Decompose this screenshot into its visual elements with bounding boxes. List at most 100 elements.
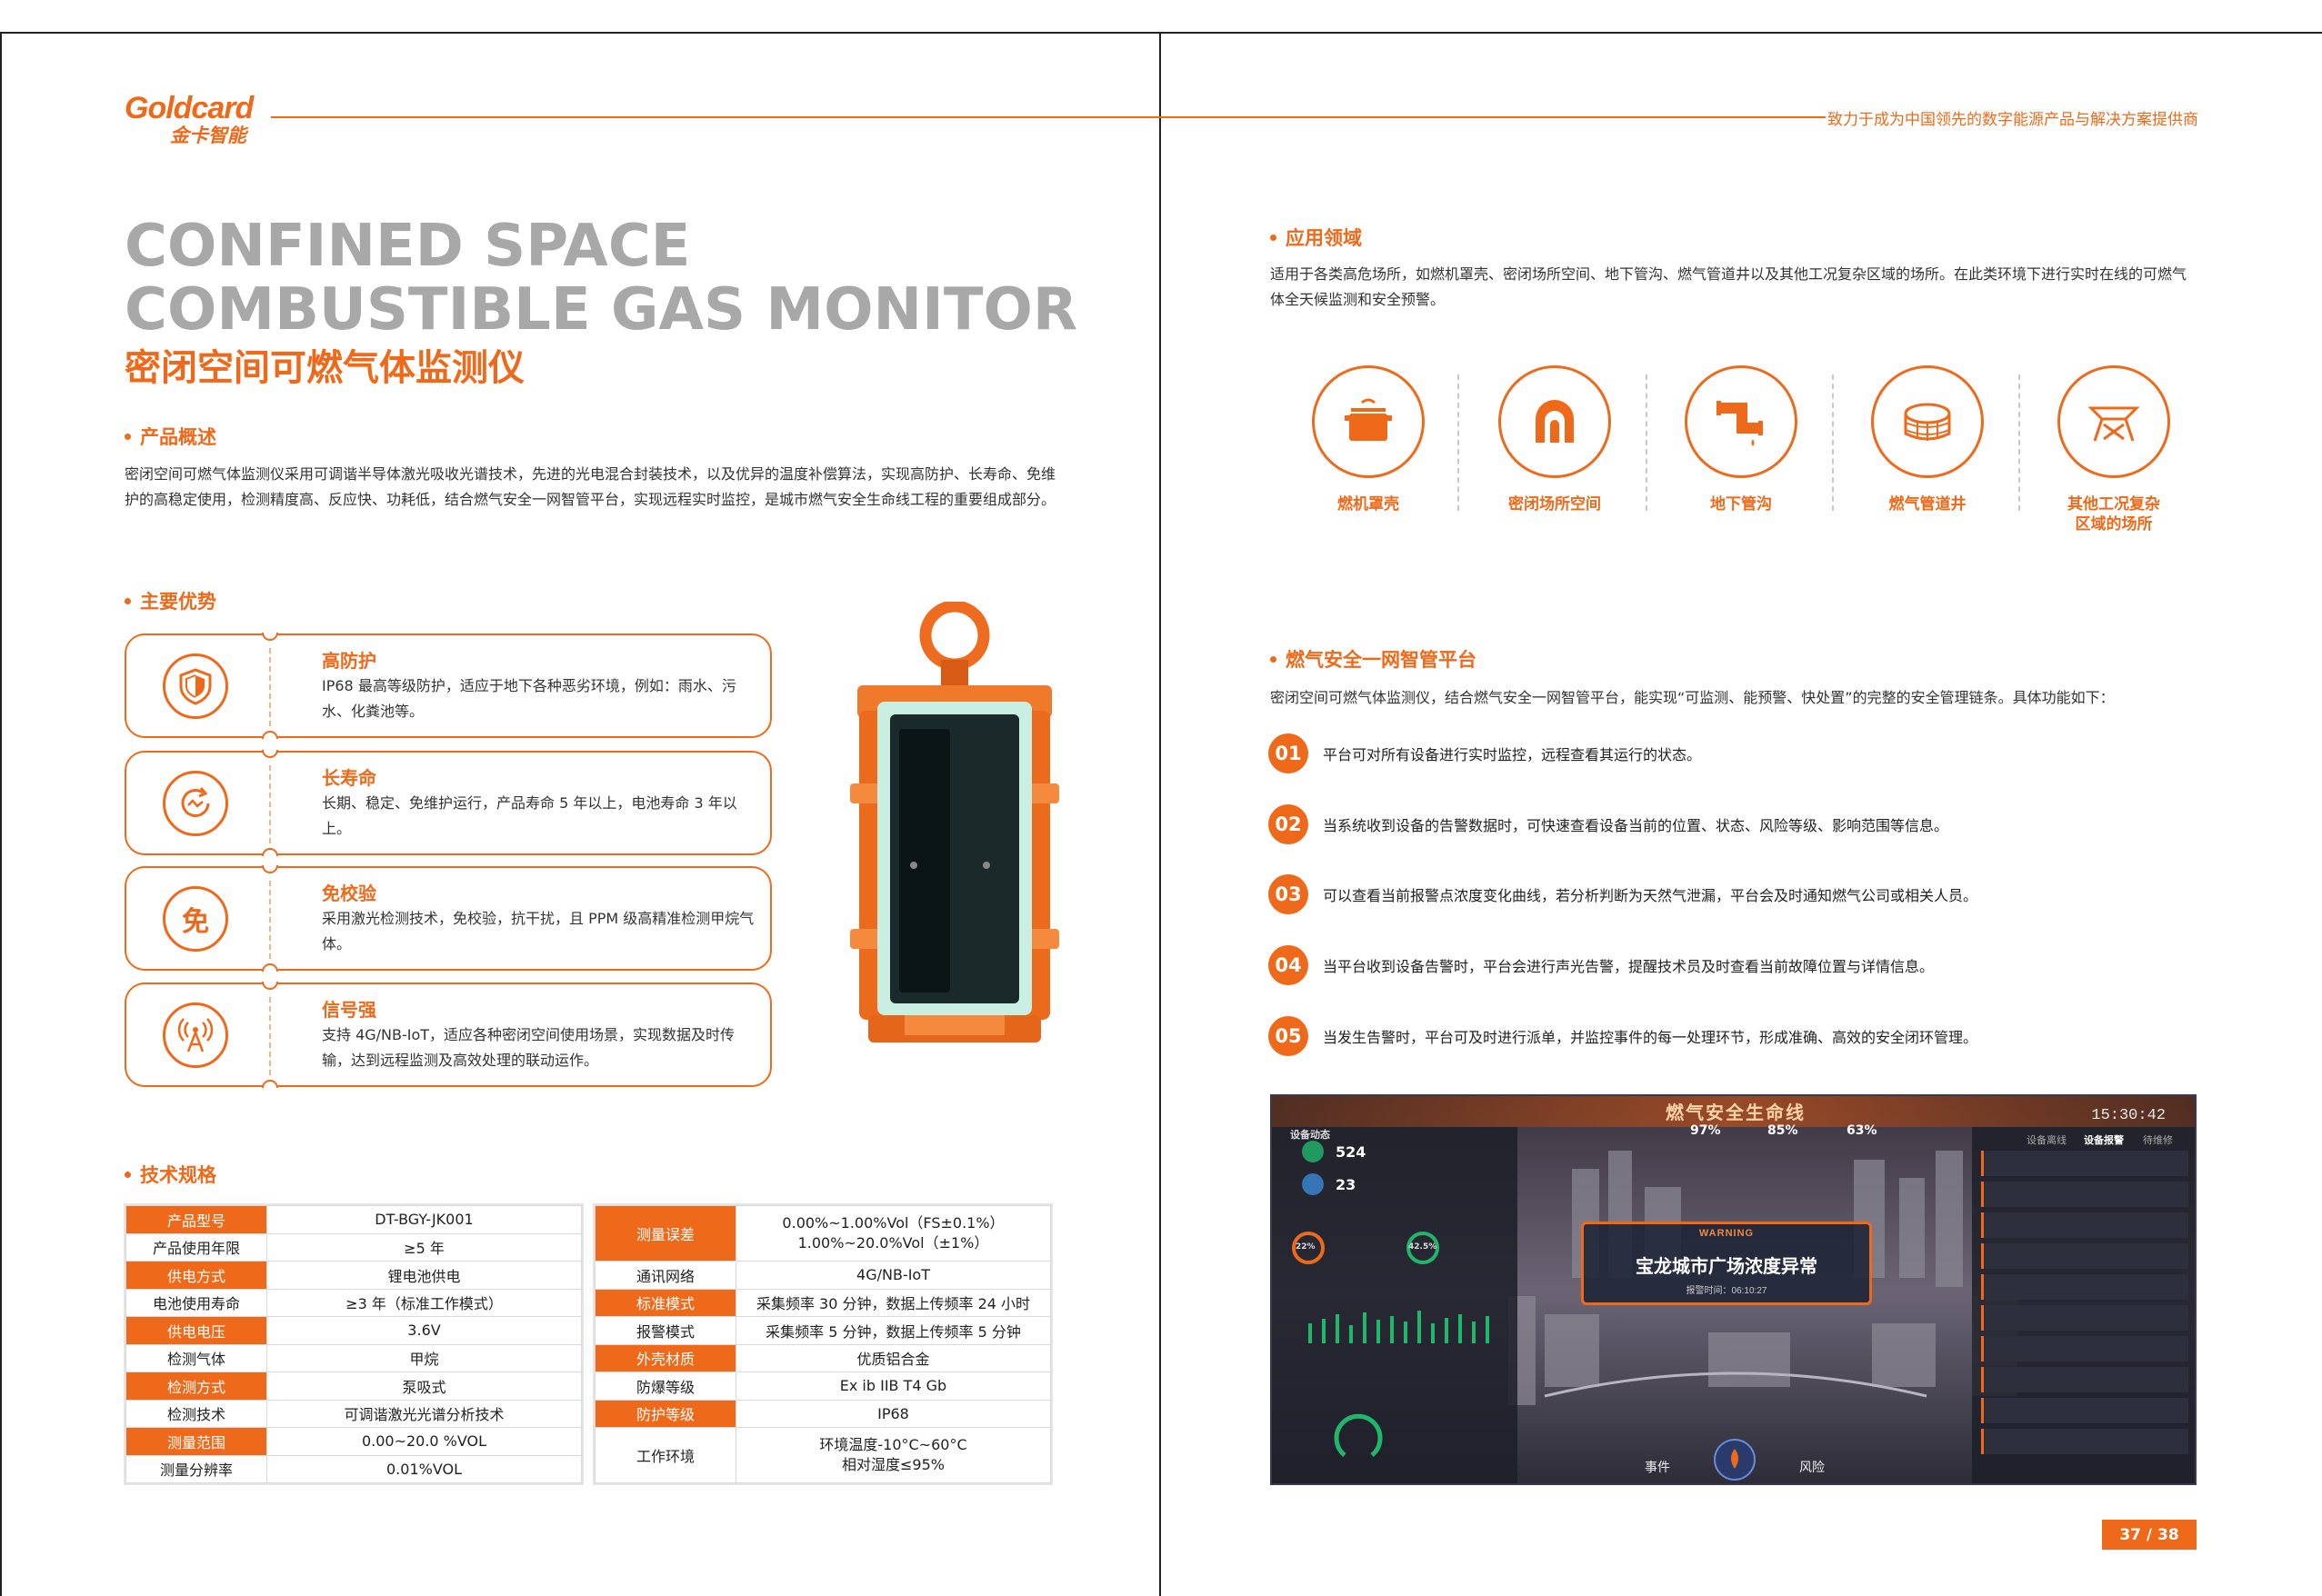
advantage-desc: 长期、稳定、免维护运行，产品寿命 5 年以上，电池寿命 3 年以上。 — [322, 794, 737, 837]
spec-key: 通讯网络 — [595, 1261, 736, 1290]
table-row: 检测方式泵吸式 — [125, 1372, 582, 1401]
spec-key: 检测气体 — [125, 1343, 267, 1372]
application-label: 燃气管道井 — [1888, 495, 1967, 514]
applications-heading-text: 应用领域 — [1286, 227, 1362, 249]
spec-value: 0.01%VOL — [266, 1454, 582, 1483]
risk-button[interactable]: 风险 — [1799, 1461, 1825, 1475]
spec-key: 外壳材质 — [595, 1343, 736, 1372]
application-item: 密闭场所空间 — [1486, 365, 1623, 514]
step-text: 当平台收到设备告警时，平台会进行声光告警，提醒技术员及时查看当前故障位置与详情信… — [1323, 958, 1935, 975]
spec-value: 可调谐激光光谱分析技术 — [266, 1399, 582, 1428]
spec-value: DT-BGY-JK001 — [266, 1205, 582, 1234]
spec-value: ≥5 年 — [266, 1232, 582, 1262]
card-divider — [269, 881, 271, 959]
spec-value: 采集频率 5 分钟，数据上传频率 5 分钟 — [736, 1316, 1051, 1345]
event-button[interactable]: 事件 — [1645, 1461, 1670, 1475]
application-label: 其他工况复杂 区域的场所 — [2067, 495, 2160, 534]
application-label: 密闭场所空间 — [1508, 495, 1601, 514]
antenna-icon — [163, 1002, 228, 1068]
separator — [1832, 374, 1834, 511]
spec-value: 锂电池供电 — [266, 1261, 582, 1290]
overview-heading: 产品概述 — [125, 423, 216, 450]
spec-key: 检测技术 — [125, 1399, 267, 1428]
advantage-title: 高防护 — [322, 650, 376, 672]
table-row: 供电方式锂电池供电 — [125, 1261, 582, 1290]
card-notch — [262, 848, 278, 856]
gauge-left-value: 22% — [1296, 1242, 1316, 1252]
card-divider — [269, 648, 271, 726]
platform-intro: 密闭空间可燃气体监测仪，结合燃气安全一网智管平台，能实现“可监测、能预警、快处置… — [1270, 689, 2115, 706]
spec-key: 供电方式 — [125, 1261, 267, 1290]
platform-heading: 燃气安全一网智管平台 — [1270, 645, 1476, 673]
spec-value-line: 0.00%~1.00%Vol（FS±0.1%） — [782, 1214, 1005, 1232]
left-border — [0, 32, 2, 1596]
step-text: 当发生告警时，平台可及时进行派单，并监控事件的每一处理环节，形成准确、高效的安全… — [1323, 1029, 1978, 1046]
dashboard-clock: 15:30:42 — [2091, 1107, 2166, 1124]
platform-heading-text: 燃气安全一网智管平台 — [1286, 649, 1476, 671]
spec-key: 供电电压 — [125, 1316, 267, 1345]
device-panel-title: 设备动态 — [1290, 1129, 1330, 1141]
table-row: 标准模式采集频率 30 分钟，数据上传频率 24 小时 — [595, 1288, 1051, 1317]
advantage-title: 信号强 — [322, 999, 376, 1021]
tab-offline[interactable]: 设备离线 — [2027, 1134, 2067, 1146]
gauge-right-value: 42.5% — [1408, 1242, 1437, 1252]
overview-heading-text: 产品概述 — [140, 426, 216, 448]
spec-key: 标准模式 — [595, 1288, 736, 1317]
alert-message: 宝龙城市广场浓度异常 — [1636, 1255, 1817, 1277]
separator — [1646, 374, 1647, 511]
application-item: 燃机罩壳 — [1300, 365, 1436, 514]
spec-key: 测量范围 — [125, 1427, 267, 1456]
specs-heading-text: 技术规格 — [140, 1164, 216, 1186]
alert-time: 报警时间：06:10:27 — [1686, 1286, 1767, 1296]
goldcard-logo: Goldcard 金卡智能 — [125, 91, 254, 148]
free-badge-text: 免 — [182, 906, 209, 938]
dashboard-stat: 97% — [1690, 1123, 1721, 1138]
logo-cn: 金卡智能 — [170, 125, 246, 146]
shield-icon — [163, 653, 228, 719]
application-icons: 燃机罩壳 密闭场所空间 地下管沟 燃气管道井 其他工况复杂 区域的场所 — [1300, 365, 2209, 547]
application-label: 地下管沟 — [1710, 495, 1772, 514]
step-text: 当系统收到设备的告警数据时，可快速查看设备当前的位置、状态、风险等级、影响范围等… — [1323, 817, 1949, 834]
spec-key: 电池使用寿命 — [125, 1288, 267, 1317]
separator — [1457, 374, 1459, 511]
table-row: 报警模式采集频率 5 分钟，数据上传频率 5 分钟 — [595, 1316, 1051, 1345]
manhole-icon — [1871, 365, 1984, 478]
advantage-card-signal: 信号强 支持 4G/NB-IoT，适应各种密闭空间使用场景，实现数据及时传输，达… — [125, 982, 772, 1088]
dashboard-city-background — [1272, 1096, 2195, 1483]
tab-maintenance[interactable]: 待维修 — [2143, 1134, 2173, 1146]
advantage-desc: 支持 4G/NB-IoT，适应各种密闭空间使用场景，实现数据及时传输，达到远程监… — [322, 1026, 736, 1069]
bullet-dot — [1270, 655, 1276, 663]
tab-alarm[interactable]: 设备报警 — [2084, 1134, 2124, 1146]
spec-key: 产品型号 — [125, 1205, 267, 1234]
product-title-en: CONFINED SPACE COMBUSTIBLE GAS MONITOR — [125, 214, 1077, 342]
spec-value: 3.6V — [266, 1316, 582, 1345]
spec-value-line: 1.00%~20.0%Vol（±1%） — [797, 1234, 989, 1252]
spec-value: 甲烷 — [266, 1343, 582, 1372]
applications-text: 适用于各类高危场所，如燃机罩壳、密闭场所空间、地下管沟、燃气管道井以及其他工况复… — [1270, 265, 2187, 308]
table-row: 检测气体甲烷 — [125, 1343, 582, 1372]
bullet-dot — [125, 433, 131, 440]
advantage-title: 长寿命 — [322, 767, 376, 789]
bullet-dot — [1270, 234, 1276, 241]
application-item: 燃气管道井 — [1859, 365, 1996, 514]
spec-value: IP68 — [736, 1399, 1051, 1428]
title-en-line2: COMBUSTIBLE GAS MONITOR — [125, 276, 1078, 344]
spec-key: 产品使用年限 — [125, 1232, 267, 1262]
spec-value-line: 相对湿度≤95% — [842, 1456, 945, 1473]
alert-warning-label: WARNING — [1698, 1228, 1755, 1239]
pipe-icon — [1685, 365, 1797, 478]
advantage-title: 免校验 — [322, 883, 376, 904]
overview-text: 密闭空间可燃气体监测仪采用可调谐半导体激光吸收光谱技术，先进的光电混合封装技术，… — [125, 465, 1056, 508]
card-notch — [262, 963, 278, 972]
